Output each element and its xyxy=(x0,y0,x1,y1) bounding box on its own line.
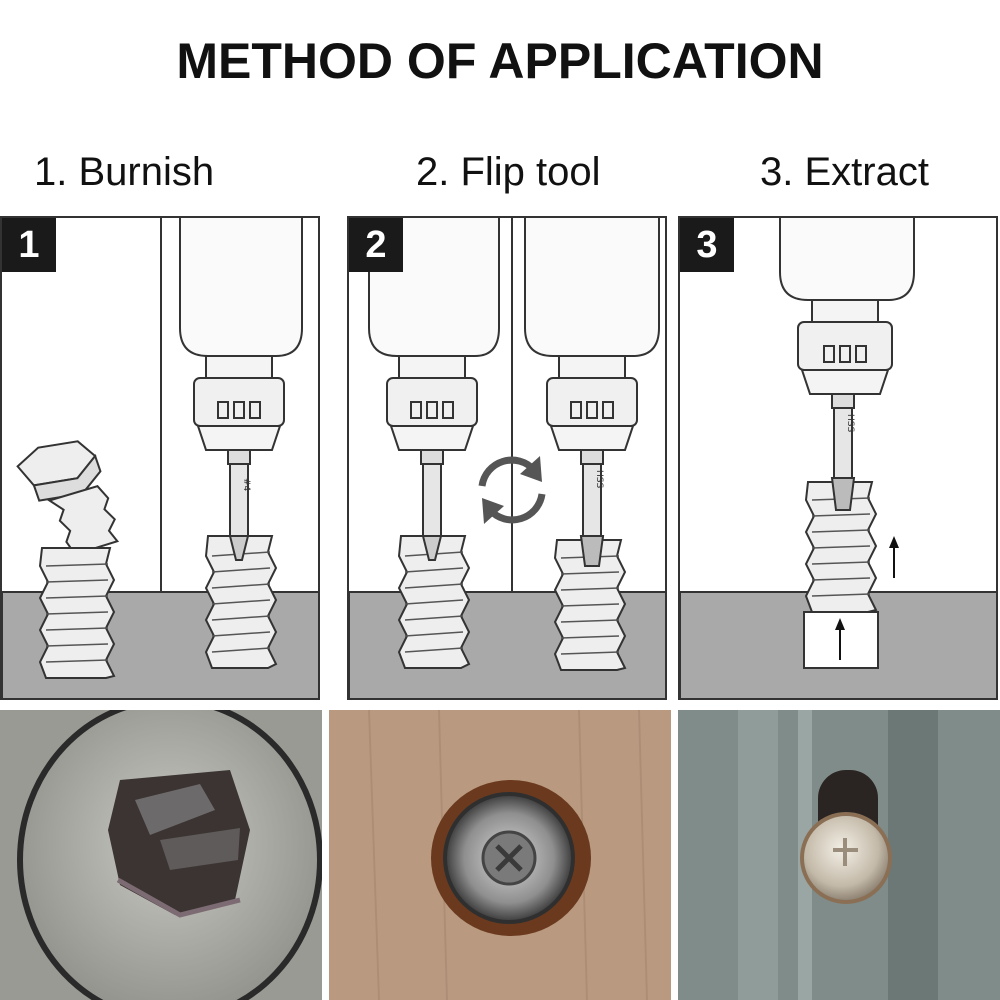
step-2-badge: 2 xyxy=(349,218,403,272)
step-2-illustration: HSS xyxy=(349,218,665,698)
photo-screw-in-metal xyxy=(678,710,1000,1000)
drill: HSS xyxy=(779,218,915,479)
step-3-label: 3. Extract xyxy=(760,150,929,194)
step-1-illustration: #4 xyxy=(2,218,318,698)
step-1-badge: 1 xyxy=(2,218,56,272)
step-1-panel: 1 #4 xyxy=(0,216,320,700)
page-title: METHOD OF APPLICATION xyxy=(176,33,824,89)
extracted-threaded-stud xyxy=(804,477,878,613)
photo-burnished-screw xyxy=(0,710,322,1000)
rotate-arrows-icon xyxy=(478,456,546,524)
tool-mark-extract: HSS xyxy=(594,470,604,488)
drill: #4 xyxy=(179,218,303,561)
threaded-stud-drilled xyxy=(204,535,278,669)
up-arrow-icon xyxy=(889,536,899,578)
photo-screw-in-wood xyxy=(329,710,671,1000)
step-3-panel: 3 HSS xyxy=(678,216,998,700)
drill-right: HSS xyxy=(524,218,660,567)
step-2-panel: 2 xyxy=(347,216,667,700)
tool-mark-burnish: #4 xyxy=(241,478,251,492)
step-3-illustration: HSS xyxy=(680,218,996,698)
step-3-badge: 3 xyxy=(680,218,734,272)
step-1-label: 1. Burnish xyxy=(34,150,215,194)
tool-mark-extract: HSS xyxy=(845,414,855,432)
step-2-label: 2. Flip tool xyxy=(416,150,601,194)
broken-screw-head xyxy=(16,440,120,556)
threaded-stud-right xyxy=(553,535,627,671)
up-arrow-icon xyxy=(835,618,845,660)
threaded-stud xyxy=(38,547,116,679)
threaded-stud-left xyxy=(397,535,471,669)
